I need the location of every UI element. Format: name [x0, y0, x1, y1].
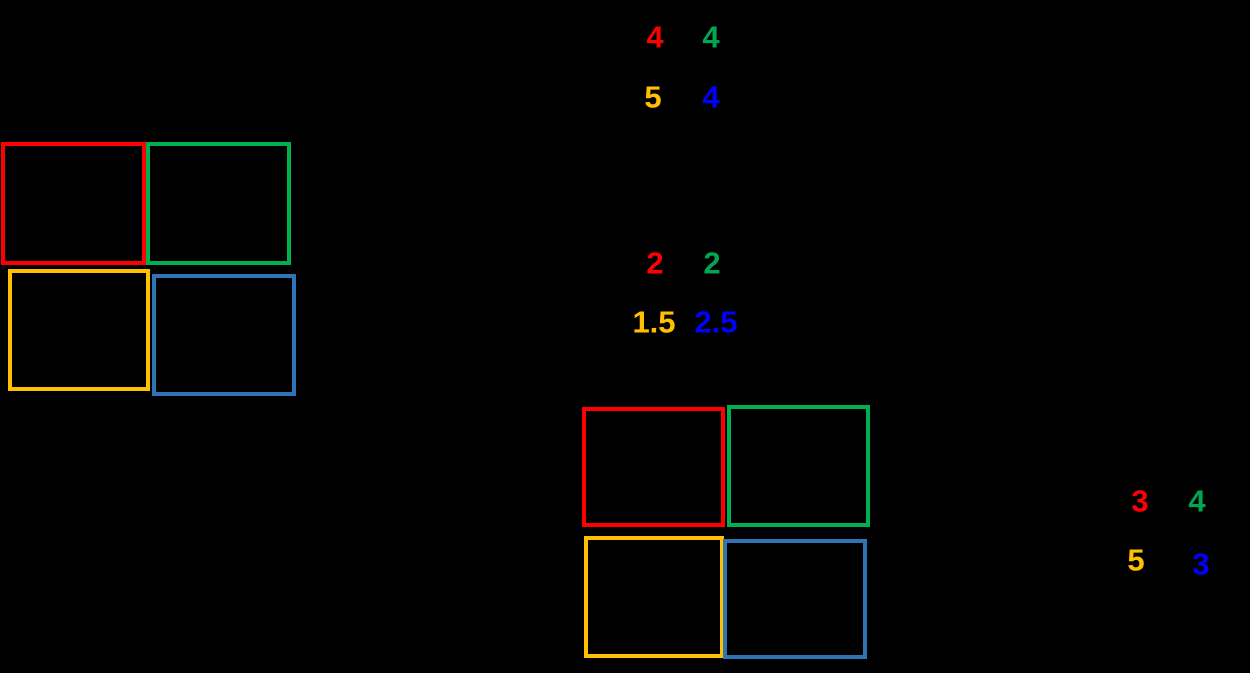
value-right-green: 4: [1188, 483, 1206, 519]
value-top-gold: 5: [644, 79, 662, 115]
middle-grid-red-box: [582, 407, 725, 527]
value-middle-blue: 2.5: [694, 304, 738, 340]
value-top-green: 4: [702, 19, 720, 55]
value-middle-red: 2: [646, 245, 664, 281]
value-top-blue: 4: [702, 79, 720, 115]
value-right-blue: 3: [1192, 546, 1210, 582]
middle-grid-blue-box: [723, 539, 867, 659]
value-top-red: 4: [646, 19, 664, 55]
value-right-red: 3: [1131, 483, 1149, 519]
left-grid-green-box: [146, 142, 291, 265]
value-right-gold: 5: [1127, 542, 1145, 578]
value-middle-green: 2: [703, 245, 721, 281]
middle-grid-gold-box: [584, 536, 724, 658]
left-grid-gold-box: [8, 269, 150, 391]
value-middle-gold: 1.5: [632, 304, 676, 340]
middle-grid-green-box: [727, 405, 870, 527]
left-grid-red-box: [1, 142, 146, 265]
left-grid-blue-box: [152, 274, 296, 396]
